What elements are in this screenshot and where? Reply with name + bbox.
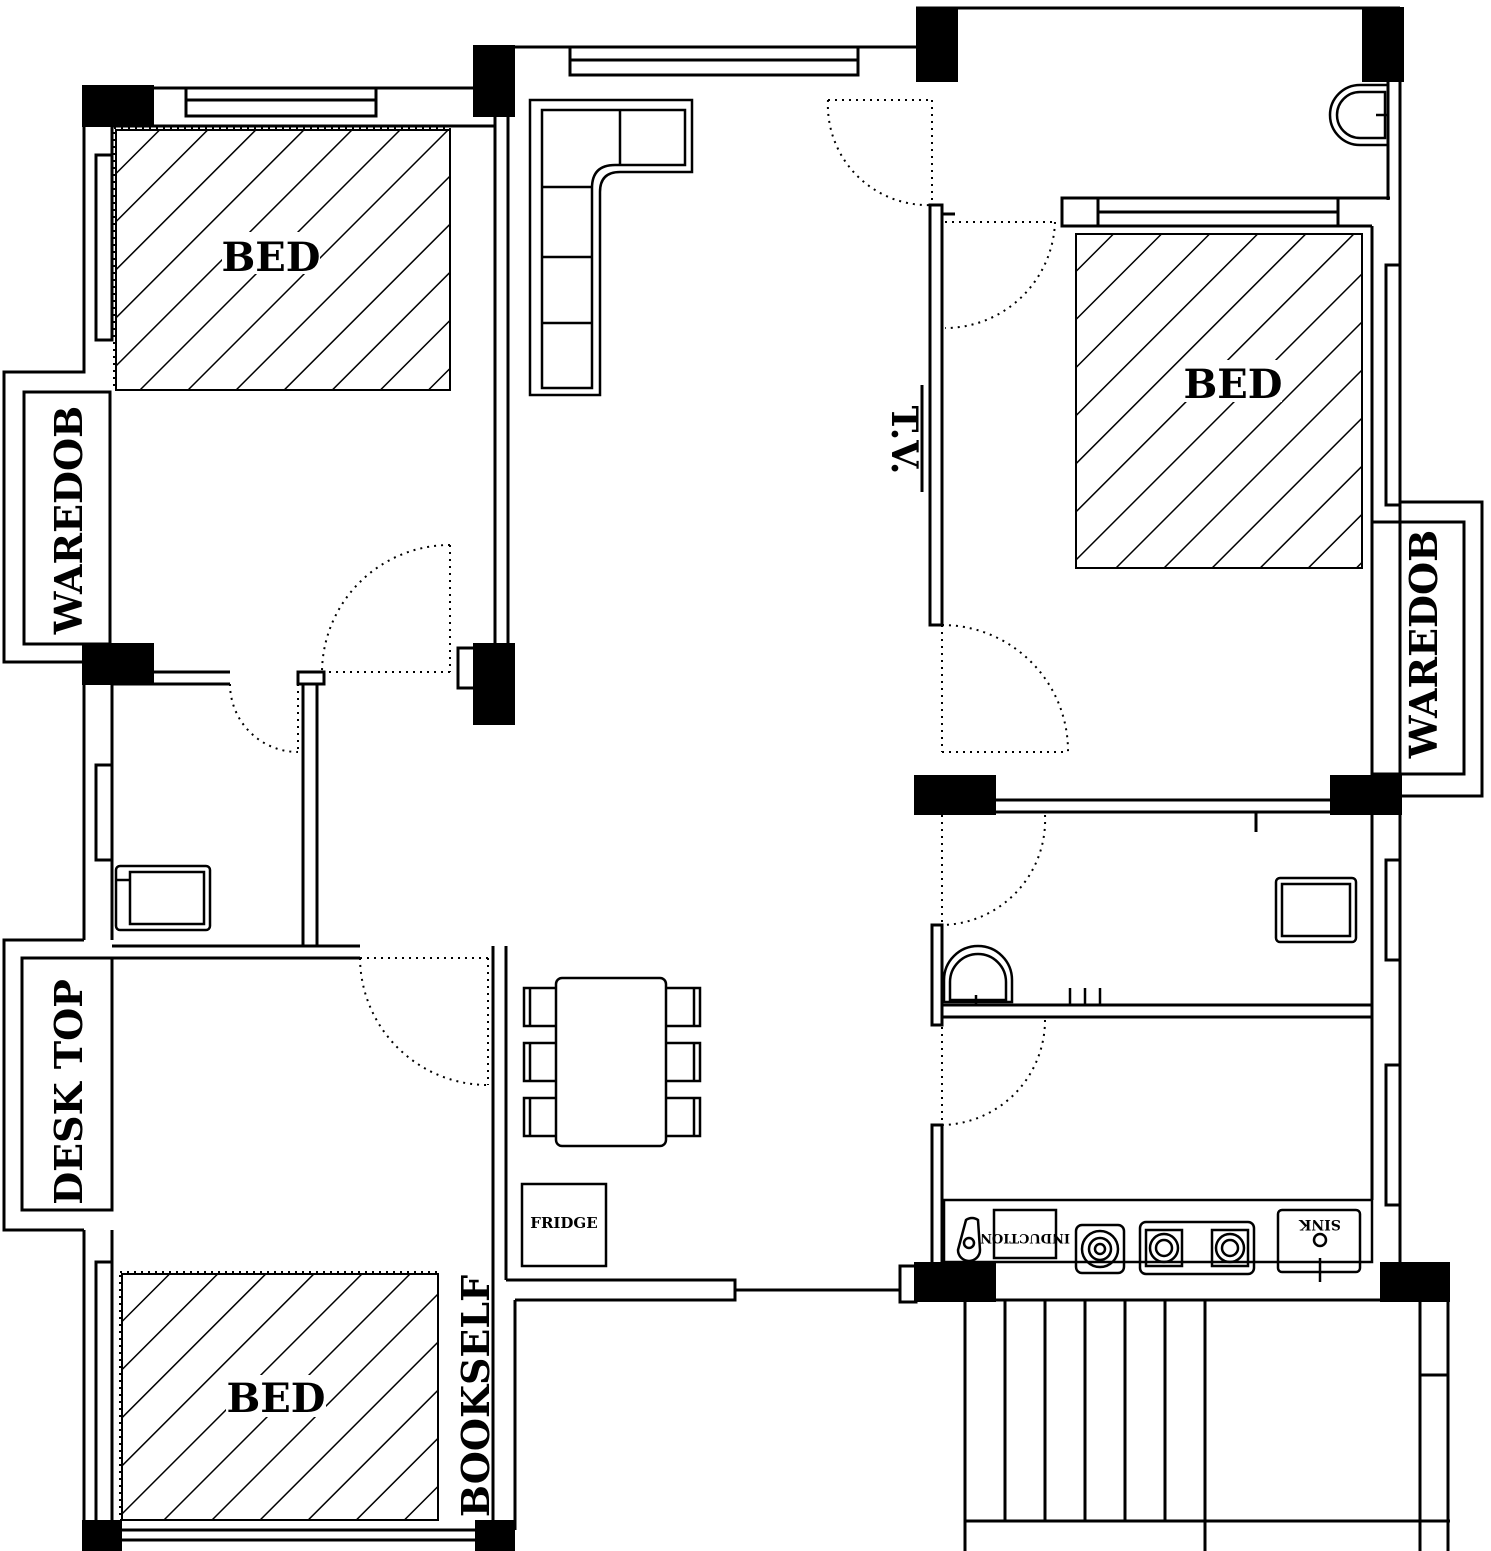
label-bed-top-left: BED [222,234,321,281]
wardrobe-right [1370,520,1466,776]
induction-box [992,1208,1058,1260]
label-bookshelf: BOOKSELF [453,1275,498,1517]
dining-table [522,976,702,1148]
label-tv: T.V. [883,406,925,475]
toilet-left [114,864,212,932]
washbasin-right [942,944,1014,1004]
label-bed-bottom-left: BED [227,1375,326,1422]
chimney-icon [956,1216,982,1263]
window-top-left [184,86,378,118]
fridge [520,1182,608,1268]
label-bed-right: BED [1184,361,1283,408]
sofa [528,98,694,397]
desk-top [20,956,114,1212]
wardrobe-left [22,390,112,646]
burner-single [1074,1223,1126,1275]
label-sink: SINK [1298,1216,1340,1232]
label-desk-top: DESK TOP [46,979,91,1205]
label-wardrobe-left: WAREDOB [46,406,91,635]
label-wardrobe-right: WAREDOB [1401,530,1446,759]
toilet-right [1274,876,1358,944]
label-fridge: FRIDGE [530,1214,597,1232]
kitchen-counter [942,1198,1374,1282]
label-induction: INDUCTION [980,1230,1070,1245]
stove [1138,1220,1256,1276]
washbasin-top [1328,83,1390,147]
